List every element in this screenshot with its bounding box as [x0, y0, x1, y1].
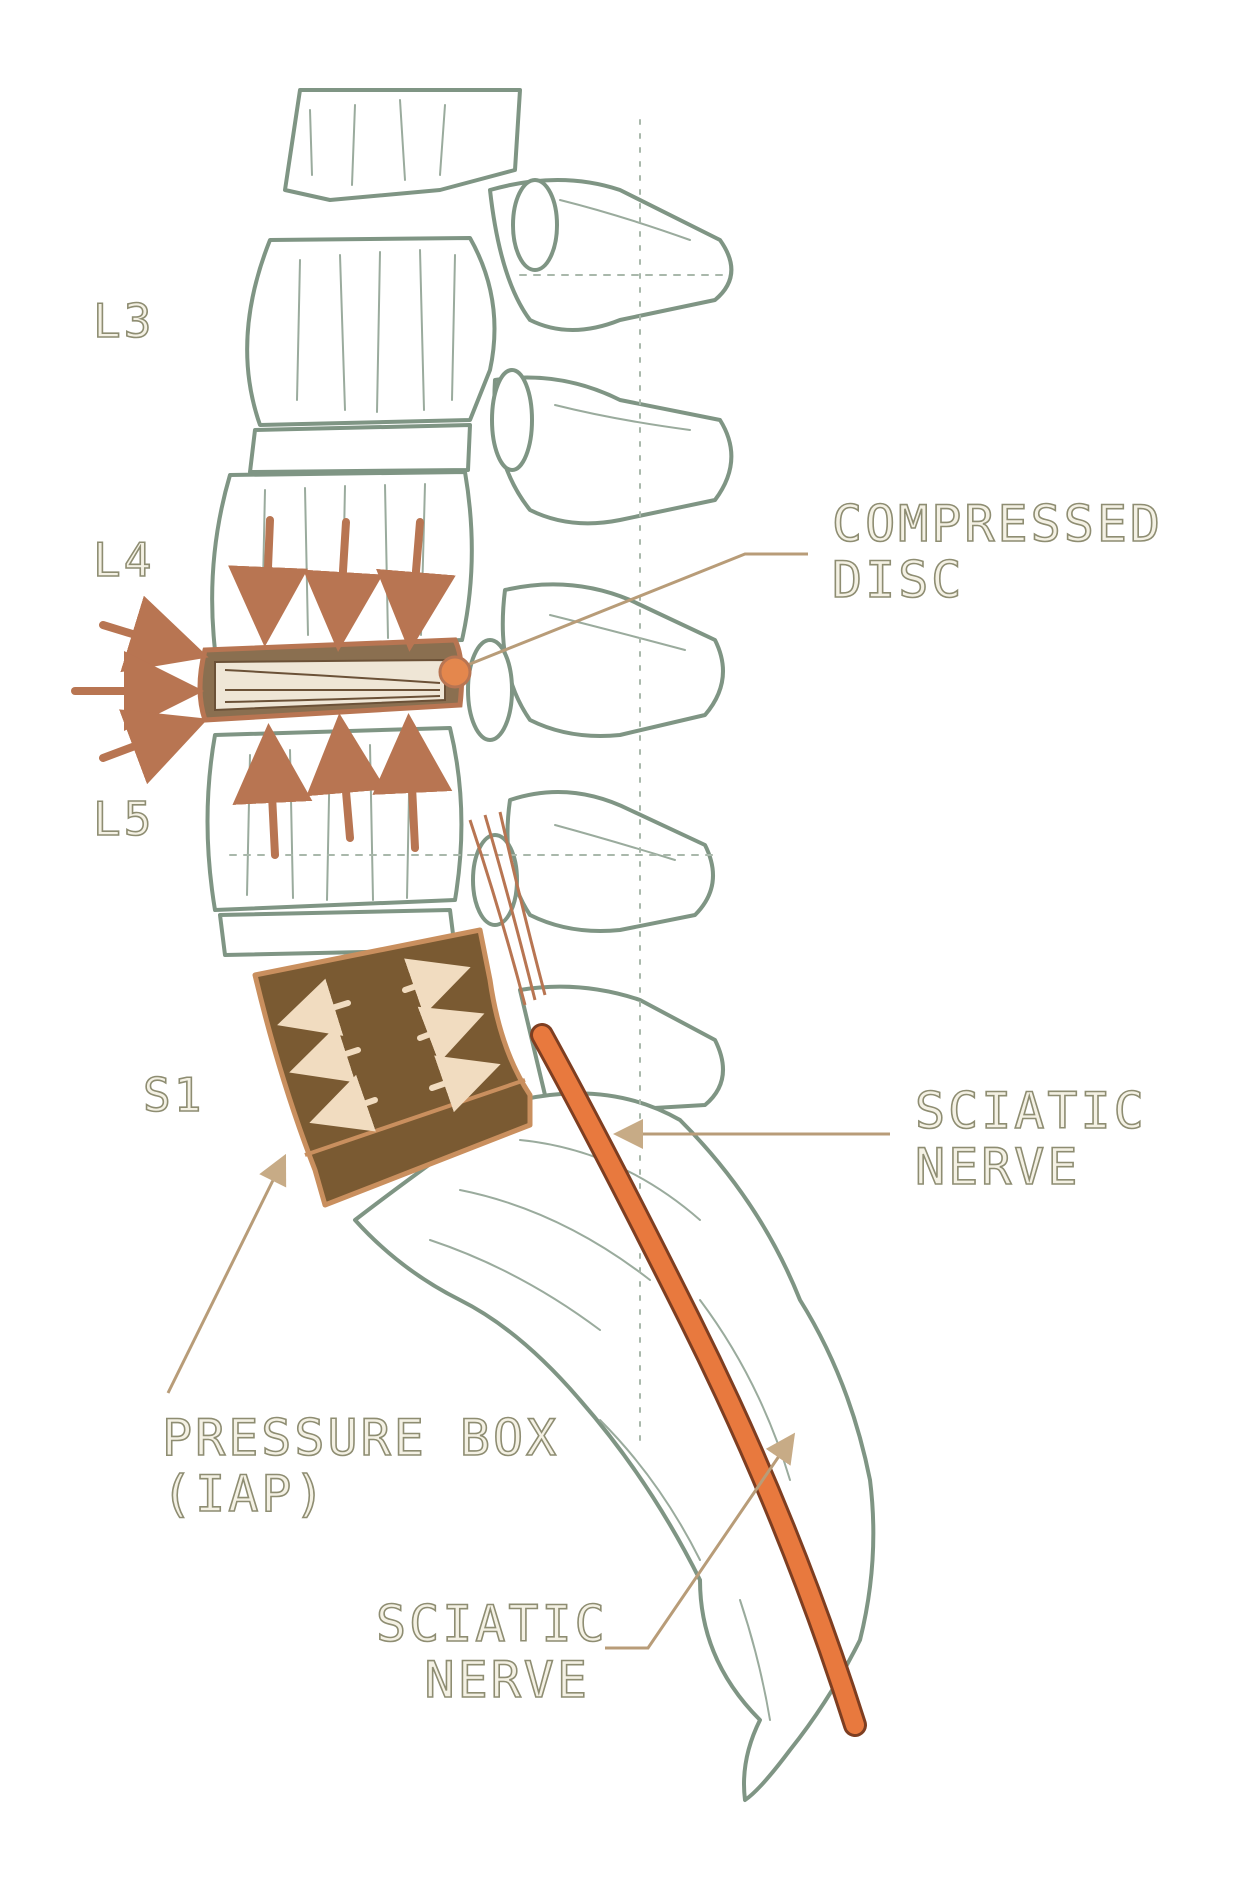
compressed-disc-line-1: COMPRESSED [831, 495, 1164, 553]
facet-joint-middle [490, 368, 534, 472]
compressed-disc-leader [459, 552, 808, 670]
pressure-box-arrows [277, 958, 501, 1132]
side-arrow-3 [99, 709, 208, 785]
level-label-s1: S1 [142, 1068, 205, 1122]
level-label-l3: L3 [92, 294, 155, 348]
level-label-l4: L4 [92, 533, 155, 587]
pressure-box-leader [166, 1153, 287, 1394]
down-arrow-3 [376, 518, 456, 652]
level-label-l5: L5 [92, 792, 155, 846]
compressed-disc-line-2: DISC [831, 551, 965, 609]
sciatic-nerve-lower-line-1: SCIATIC [375, 1595, 608, 1653]
compressed-disc [197, 637, 465, 723]
sciatic-nerve-lower-line-2: NERVE [424, 1651, 590, 1709]
up-arrow-1 [232, 723, 313, 859]
facet-joint-upper [511, 178, 559, 272]
l5-vertebral-body [205, 726, 464, 912]
l3-vertebral-body [245, 236, 497, 427]
sciatic-nerve-upper-line-1: SCIATIC [914, 1082, 1147, 1140]
pressure-box-line-1: PRESSURE BOX [161, 1409, 560, 1467]
sciatic-nerve [468, 811, 867, 1737]
leader-lines [166, 552, 890, 1650]
facet-joint-lower [466, 638, 514, 742]
pressure-box-line-2: (IAP) [161, 1465, 328, 1523]
sciatic-nerve-lower-label: SCIATIC NERVE [375, 1595, 608, 1709]
compressed-disc-pointer [438, 655, 472, 689]
compressed-disc-label: COMPRESSED DISC [831, 495, 1164, 609]
down-arrow-2 [303, 518, 383, 652]
side-arrow-1 [99, 595, 209, 673]
sacrum-coccyx [353, 1091, 876, 1802]
vertebral-column [205, 88, 876, 1802]
up-arrow-3 [372, 713, 453, 852]
sciatic-nerve-lower-leader [605, 1432, 796, 1650]
sciatic-nerve-upper-label: SCIATIC NERVE [914, 1082, 1147, 1196]
l4-posterior-elements [492, 375, 734, 526]
down-arrow-1 [228, 516, 308, 647]
up-arrow-2 [306, 713, 386, 842]
pressure-box-label: PRESSURE BOX (IAP) [161, 1409, 560, 1523]
l3-l4-disc [248, 423, 472, 474]
sciatic-nerve-upper-line-2: NERVE [914, 1138, 1081, 1196]
compression-arrows [71, 516, 456, 859]
lower-posterior-elements [505, 790, 715, 933]
